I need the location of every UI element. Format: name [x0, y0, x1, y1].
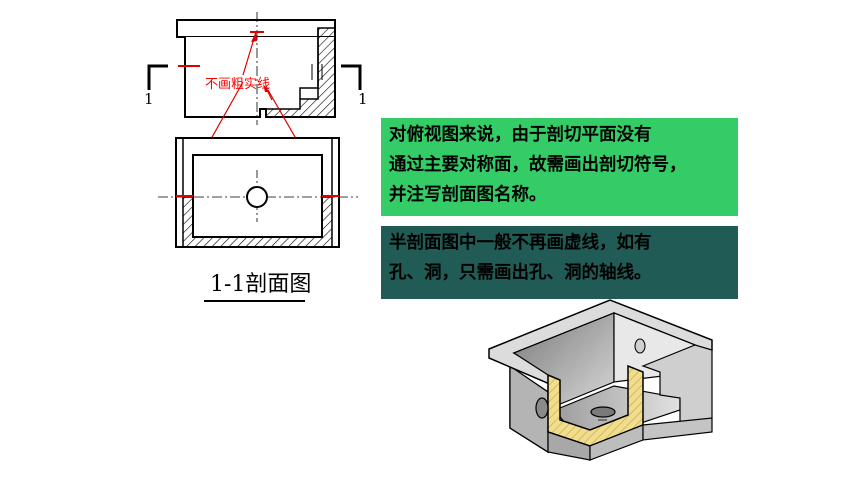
- view-caption: 1-1剖面图: [210, 272, 311, 297]
- section-mark-right: 1: [358, 90, 368, 108]
- front-section-view: 不画粗实线: [176, 12, 336, 125]
- section-mark-left: 1: [144, 90, 154, 108]
- isometric-half-section-model: [488, 299, 713, 461]
- annotation-label: 不画粗实线: [205, 77, 270, 92]
- section-symbols: 1 1: [144, 64, 368, 108]
- note-top: 对俯视图来说，由于剖切平面没有 通过主要对称面，故需画出剖切符号， 并注写剖面图…: [381, 118, 738, 216]
- view-caption-group: 1-1剖面图: [204, 272, 311, 302]
- top-half-section-view: [158, 137, 358, 248]
- note-bottom: 半剖面图中一般不再画虚线，如有 孔、洞，只需画出孔、洞的轴线。: [381, 226, 738, 299]
